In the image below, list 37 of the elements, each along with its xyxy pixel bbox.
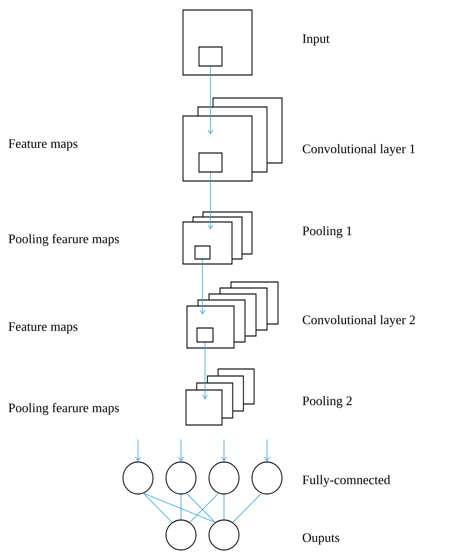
layer-label: Pooling fearure maps [8, 234, 119, 246]
neuron-circle [252, 462, 282, 494]
layer-label: Convolutional layer 2 [302, 315, 415, 327]
feature-map-stack [182, 98, 282, 182]
layer-label: Convolutional layer 1 [302, 144, 415, 156]
filter-window [198, 46, 222, 66]
neuron-circle [122, 462, 154, 494]
connection-line [143, 492, 216, 523]
layer-label: Pooling fearure maps [8, 403, 119, 415]
connection-line [180, 494, 182, 520]
filter-window [198, 152, 222, 172]
arrow [208, 172, 214, 230]
feature-map-stack [186, 368, 255, 426]
connection-line [232, 492, 262, 523]
layer-label: Input [302, 34, 330, 46]
filter-window [194, 246, 210, 260]
layer-label: Fully-comnected [302, 475, 390, 487]
arrow [264, 439, 270, 462]
neuron-circle [166, 462, 196, 494]
feature-map-stack [182, 212, 252, 264]
connection-line [143, 492, 172, 523]
layer-label: Pooling 1 [302, 226, 352, 238]
arrow [200, 259, 206, 315]
layer-label: Ouputs [302, 533, 340, 545]
feature-map-stack [186, 282, 278, 348]
arrow [178, 439, 184, 462]
layer-label: Feature maps [8, 322, 78, 334]
arrow [135, 439, 141, 462]
layer-label: Feature maps [8, 139, 78, 151]
neuron-circle [208, 520, 240, 550]
filter-window [196, 328, 214, 342]
neuron-circle [208, 462, 240, 494]
arrow [202, 342, 208, 400]
arrow [221, 439, 227, 462]
layer-label: Pooling 2 [302, 396, 352, 408]
arrow [208, 66, 214, 135]
neuron-circle [166, 520, 196, 550]
